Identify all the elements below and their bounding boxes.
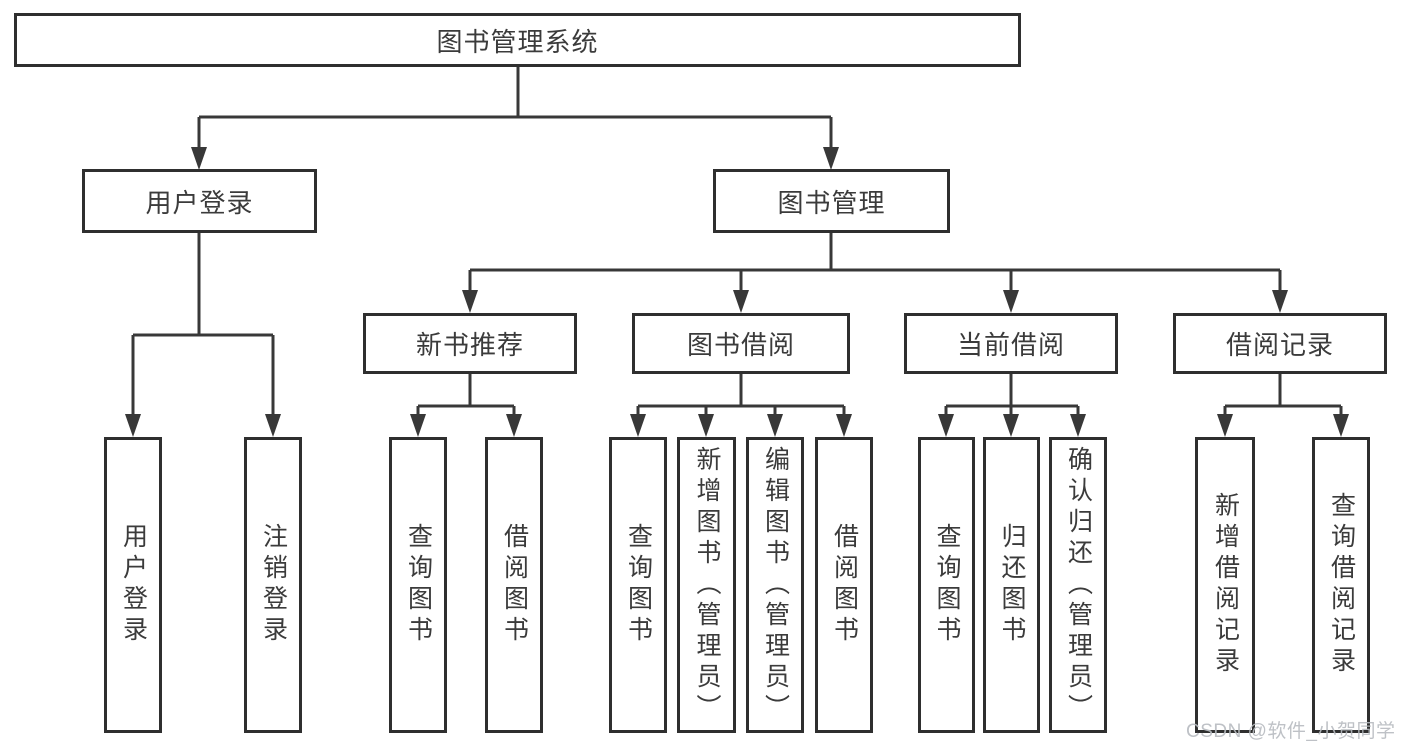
leaf-query-borrow-record: 查询借阅记录 <box>1312 437 1370 733</box>
leaf-query-book-recommend-label: 查询图书 <box>404 523 433 647</box>
leaf-add-borrow-record: 新增借阅记录 <box>1195 437 1255 733</box>
arrowhead <box>1333 414 1349 437</box>
arrowhead <box>823 147 839 170</box>
leaf-borrow-book-recommend-label: 借阅图书 <box>500 523 529 647</box>
node-book-management: 图书管理 <box>713 169 950 233</box>
arrowhead <box>1272 290 1288 313</box>
leaf-add-borrow-record-label: 新增借阅记录 <box>1211 492 1240 678</box>
arrowhead <box>733 290 749 313</box>
node-root: 图书管理系统 <box>14 13 1021 67</box>
leaf-return-book-label: 归还图书 <box>998 523 1026 647</box>
leaf-query-book-current-label: 查询图书 <box>933 523 961 647</box>
leaf-query-book-borrowing-label: 查询图书 <box>624 523 653 647</box>
arrowhead <box>630 414 646 437</box>
leaf-logout: 注销登录 <box>244 437 302 733</box>
node-book-borrowing: 图书借阅 <box>632 313 850 374</box>
arrowhead <box>1003 414 1019 437</box>
leaf-query-book-recommend: 查询图书 <box>389 437 447 733</box>
arrowhead <box>410 414 426 437</box>
arrowhead <box>125 414 141 437</box>
node-user-login: 用户登录 <box>82 169 317 233</box>
leaf-query-borrow-record-label: 查询借阅记录 <box>1327 492 1356 678</box>
leaf-borrow-book-recommend: 借阅图书 <box>485 437 543 733</box>
leaf-borrow-book: 借阅图书 <box>815 437 873 733</box>
node-user-login-label: 用户登录 <box>145 187 254 218</box>
arrowhead <box>1217 414 1233 437</box>
leaf-confirm-return-admin: 确认归还（管理员） <box>1049 437 1107 733</box>
arrowhead <box>506 414 522 437</box>
leaf-add-book-admin-label: 新增图书（管理员） <box>693 445 721 725</box>
arrowhead <box>836 414 852 437</box>
node-root-label: 图书管理系统 <box>436 26 599 57</box>
leaf-query-book-borrowing: 查询图书 <box>609 437 667 733</box>
leaf-confirm-return-admin-label: 确认归还（管理员） <box>1064 445 1093 725</box>
arrowhead <box>265 414 281 437</box>
node-borrow-records-label: 借阅记录 <box>1225 330 1334 360</box>
arrowhead <box>698 414 714 437</box>
leaf-add-book-admin: 新增图书（管理员） <box>677 437 736 733</box>
node-new-book-recommend-label: 新书推荐 <box>415 330 524 360</box>
arrowhead <box>938 414 954 437</box>
leaf-edit-book-admin-label: 编辑图书（管理员） <box>761 445 790 725</box>
csdn-watermark: CSDN @软件_小贺同学 <box>1186 721 1396 742</box>
node-current-borrowing-label: 当前借阅 <box>956 330 1065 360</box>
node-book-borrowing-label: 图书借阅 <box>686 330 795 360</box>
leaf-return-book: 归还图书 <box>983 437 1040 733</box>
leaf-borrow-book-label: 借阅图书 <box>830 523 859 647</box>
leaf-user-login-label: 用户登录 <box>119 523 148 647</box>
arrowhead <box>767 414 783 437</box>
node-borrow-records: 借阅记录 <box>1173 313 1387 374</box>
leaf-user-login: 用户登录 <box>104 437 162 733</box>
node-new-book-recommend: 新书推荐 <box>363 313 577 374</box>
leaf-query-book-current: 查询图书 <box>918 437 975 733</box>
node-current-borrowing: 当前借阅 <box>904 313 1118 374</box>
node-book-management-label: 图书管理 <box>777 187 886 218</box>
arrowhead <box>191 147 207 170</box>
leaf-edit-book-admin: 编辑图书（管理员） <box>746 437 804 733</box>
arrowhead <box>1003 290 1019 313</box>
arrowhead <box>462 290 478 313</box>
leaf-logout-label: 注销登录 <box>259 523 288 647</box>
arrowhead <box>1070 414 1086 437</box>
